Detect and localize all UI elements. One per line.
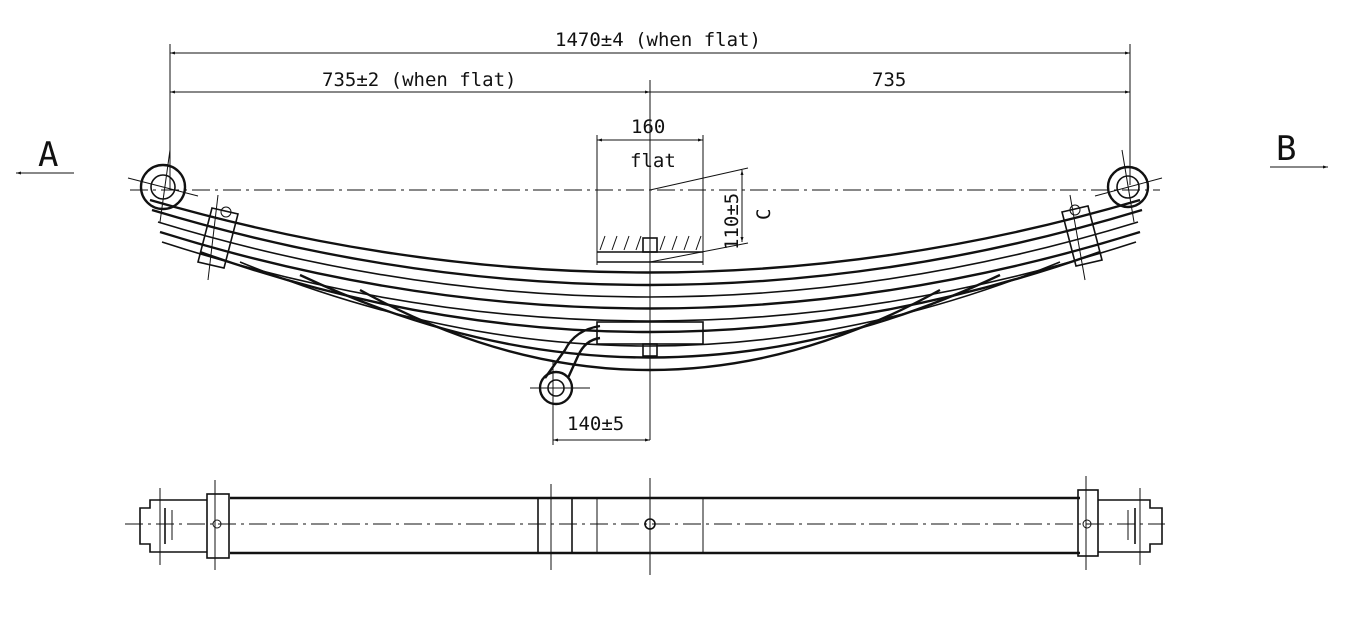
overall-length-dimension: 1470±4 (when flat) bbox=[169, 29, 1131, 190]
right-clip bbox=[1061, 194, 1103, 281]
left-clip bbox=[197, 194, 239, 281]
lower-bracket bbox=[530, 321, 704, 445]
left-eye bbox=[127, 149, 199, 223]
view-arrow-b: B bbox=[1270, 129, 1328, 169]
svg-text:735±2 (when flat): 735±2 (when flat) bbox=[322, 69, 516, 91]
plan-view bbox=[125, 476, 1165, 575]
center-flat-zone: 160 flat bbox=[596, 80, 704, 440]
svg-text:110±5: 110±5 bbox=[721, 193, 743, 250]
svg-text:140±5: 140±5 bbox=[567, 413, 624, 435]
lower-eye-offset-dimension: 140±5 bbox=[553, 413, 650, 442]
svg-text:A: A bbox=[38, 135, 58, 175]
camber-dimension: 110±5 C bbox=[649, 167, 775, 263]
svg-text:160: 160 bbox=[631, 116, 665, 138]
svg-text:735: 735 bbox=[872, 69, 906, 91]
svg-text:B: B bbox=[1276, 129, 1296, 169]
svg-text:flat: flat bbox=[630, 150, 676, 172]
right-eye bbox=[1094, 149, 1163, 223]
spring-leaves bbox=[149, 198, 1143, 372]
half-length-dimensions: 735±2 (when flat) 735 bbox=[170, 69, 1130, 102]
svg-text:1470±4 (when flat): 1470±4 (when flat) bbox=[555, 29, 761, 51]
svg-text:C: C bbox=[753, 209, 775, 220]
view-arrow-a: A bbox=[16, 135, 74, 175]
